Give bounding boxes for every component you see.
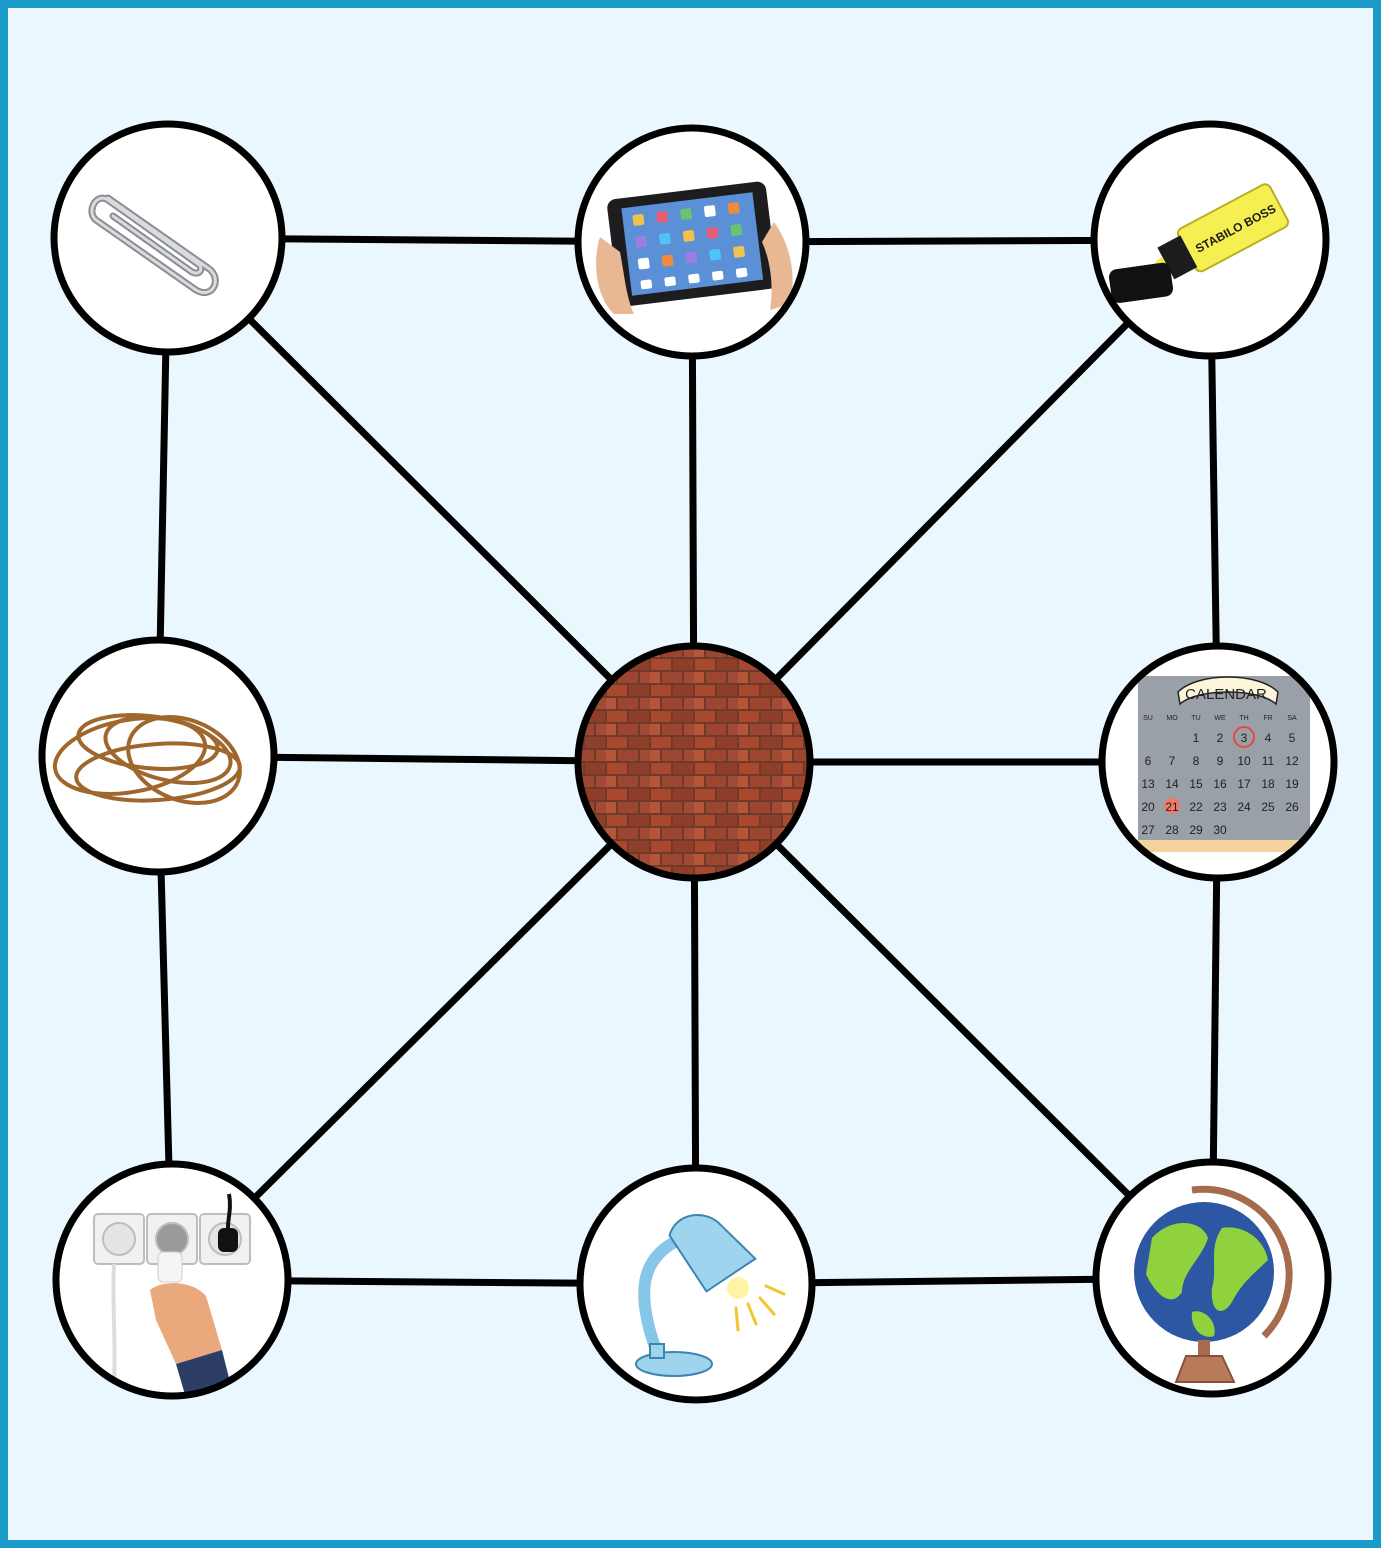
- brick-wall-node: [574, 642, 814, 882]
- highlighter-node: STABILO BOSS: [1090, 120, 1330, 360]
- calendar-day: 19: [1285, 777, 1299, 791]
- calendar-weekday: TH: [1239, 715, 1248, 722]
- calendar-day: 28: [1165, 823, 1179, 837]
- desk-lamp-icon: [635, 1214, 786, 1377]
- calendar-day: 8: [1193, 754, 1200, 768]
- calendar-day: 18: [1261, 777, 1275, 791]
- calendar-title: CALENDAR: [1185, 686, 1267, 703]
- brick-wall-icon: [580, 648, 808, 876]
- calendar-day: 23: [1213, 800, 1227, 814]
- calendar-day: 4: [1265, 731, 1272, 745]
- rubber-bands-node: [38, 636, 278, 876]
- calendar-weekday: WE: [1214, 715, 1226, 722]
- calendar-day: 5: [1289, 731, 1296, 745]
- edge-paperclip-brick-wall: [165, 235, 697, 765]
- calendar-weekday: TU: [1191, 715, 1200, 722]
- power-outlet-node: [52, 1160, 292, 1400]
- calendar-day: 26: [1285, 800, 1299, 814]
- calendar-day: 15: [1189, 777, 1203, 791]
- calendar-weekday: SU: [1143, 715, 1153, 722]
- tablet-icon: [596, 181, 793, 314]
- calendar-day: 1: [1193, 731, 1200, 745]
- power-outlet-icon: [93, 1193, 251, 1394]
- calendar-day: 16: [1213, 777, 1227, 791]
- calendar-day: 7: [1169, 754, 1176, 768]
- calendar-day: 27: [1141, 823, 1155, 837]
- calendar-weekday: MO: [1166, 715, 1178, 722]
- calendar-day: 13: [1141, 777, 1155, 791]
- paperclip-node: [50, 120, 286, 356]
- calendar-day: 14: [1165, 777, 1179, 791]
- highlighter-icon: STABILO BOSS: [1108, 183, 1290, 303]
- calendar-day: 30: [1213, 823, 1227, 837]
- calendar-day: 9: [1217, 754, 1224, 768]
- calendar-weekday: SA: [1287, 715, 1297, 722]
- calendar-day: 6: [1145, 754, 1152, 768]
- edge-globe-brick-wall: [691, 759, 1215, 1281]
- calendar-day: 17: [1237, 777, 1251, 791]
- calendar-day: 21: [1165, 800, 1179, 814]
- globe-icon: [1134, 1185, 1293, 1383]
- calendar-day: 20: [1141, 800, 1155, 814]
- calendar-day: 11: [1262, 754, 1275, 768]
- calendar-day: 22: [1189, 800, 1203, 814]
- edge-power-outlet-brick-wall: [169, 759, 697, 1283]
- globe-node: [1092, 1158, 1332, 1398]
- paperclip-icon: [88, 194, 219, 296]
- calendar-day: 2: [1217, 731, 1224, 745]
- rubber-bands-icon: [52, 713, 242, 805]
- calendar-day: 24: [1237, 800, 1251, 814]
- calendar-weekday: FR: [1263, 715, 1272, 722]
- calendar-day: 10: [1237, 754, 1251, 768]
- edge-highlighter-brick-wall: [691, 237, 1213, 765]
- calendar-day: 12: [1285, 754, 1299, 768]
- desk-lamp-node: [576, 1164, 816, 1404]
- calendar-day: 25: [1261, 800, 1275, 814]
- tablet-node: [574, 124, 810, 360]
- calendar-day: 29: [1189, 823, 1203, 837]
- calendar-day: 3: [1241, 731, 1248, 745]
